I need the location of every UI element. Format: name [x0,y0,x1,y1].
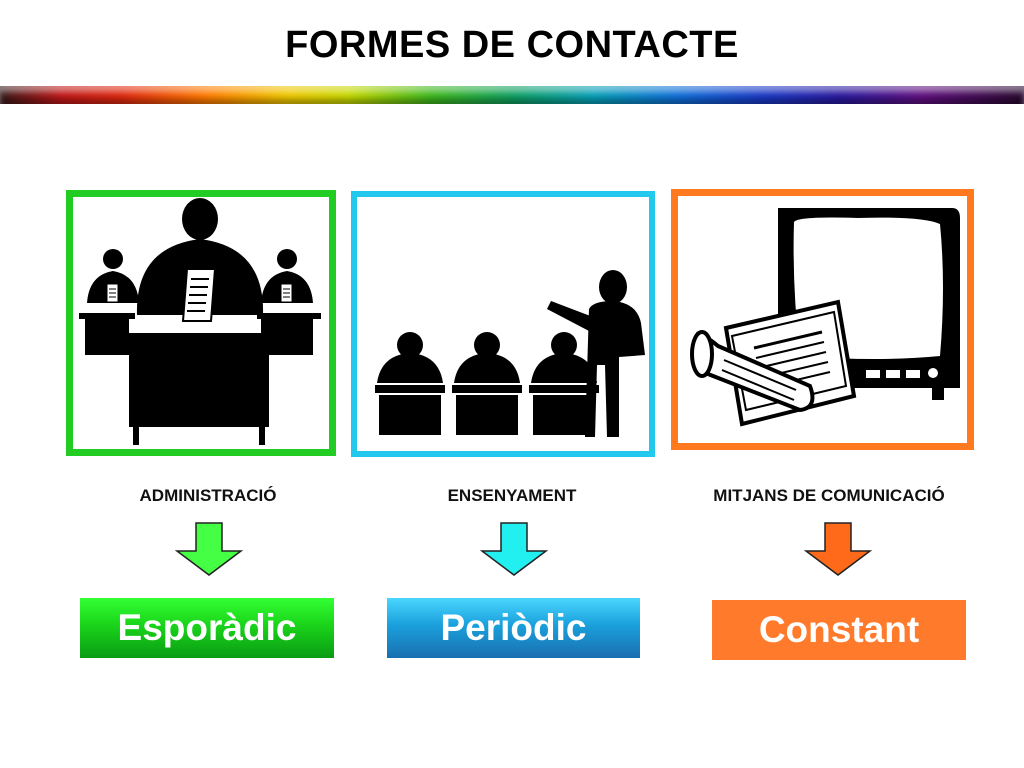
media-frame [671,189,974,450]
result-box-esporadic: Esporàdic [80,598,334,658]
category-label-admin: ADMINISTRACIÓ [139,486,277,505]
result-box-constant: Constant [712,600,966,660]
result-label: Constant [758,609,920,650]
office-workers-icon [79,198,321,445]
category-label-media: MITJANS DE COMUNICACIÓ [713,486,945,505]
result-box-periodic: Periòdic [387,598,640,658]
page-title: FORMES DE CONTACTE [285,24,739,66]
classroom-teacher-icon [375,270,645,437]
down-arrow-icon [803,522,873,576]
teach-frame [351,191,655,457]
down-arrow-icon [479,522,549,576]
result-label: Esporàdic [117,607,297,648]
tv-newspaper-icon [690,208,960,427]
down-arrow-icon [174,522,244,576]
result-label: Periòdic [440,607,587,648]
rainbow-divider [0,86,1024,104]
admin-frame [66,190,336,456]
category-label-teach: ENSENYAMENT [447,486,577,505]
